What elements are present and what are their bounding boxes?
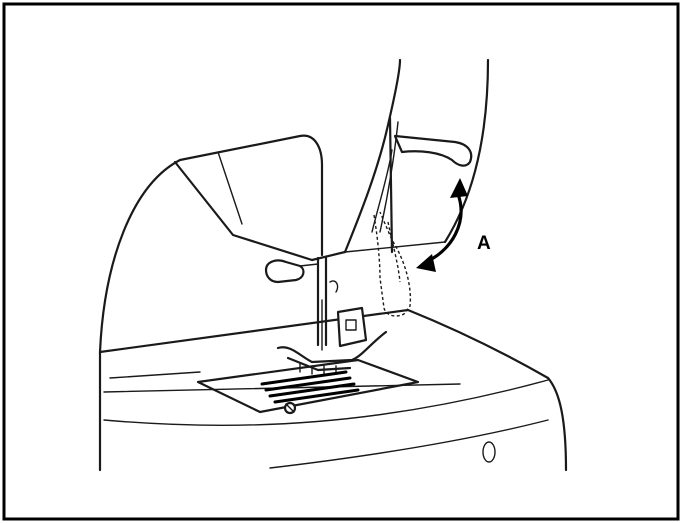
machine-bed [98,308,568,472]
side-knob [264,259,319,284]
presser-foot [276,306,388,375]
presser-foot-lever-lowered [373,211,412,317]
callout-a: A [477,233,491,254]
double-headed-curved-arrow-icon [416,178,468,272]
needle-assembly [316,256,339,351]
bed-hole [482,441,496,463]
machine-head [98,58,490,354]
presser-foot-lever [388,116,473,254]
needle-plate [196,358,420,415]
